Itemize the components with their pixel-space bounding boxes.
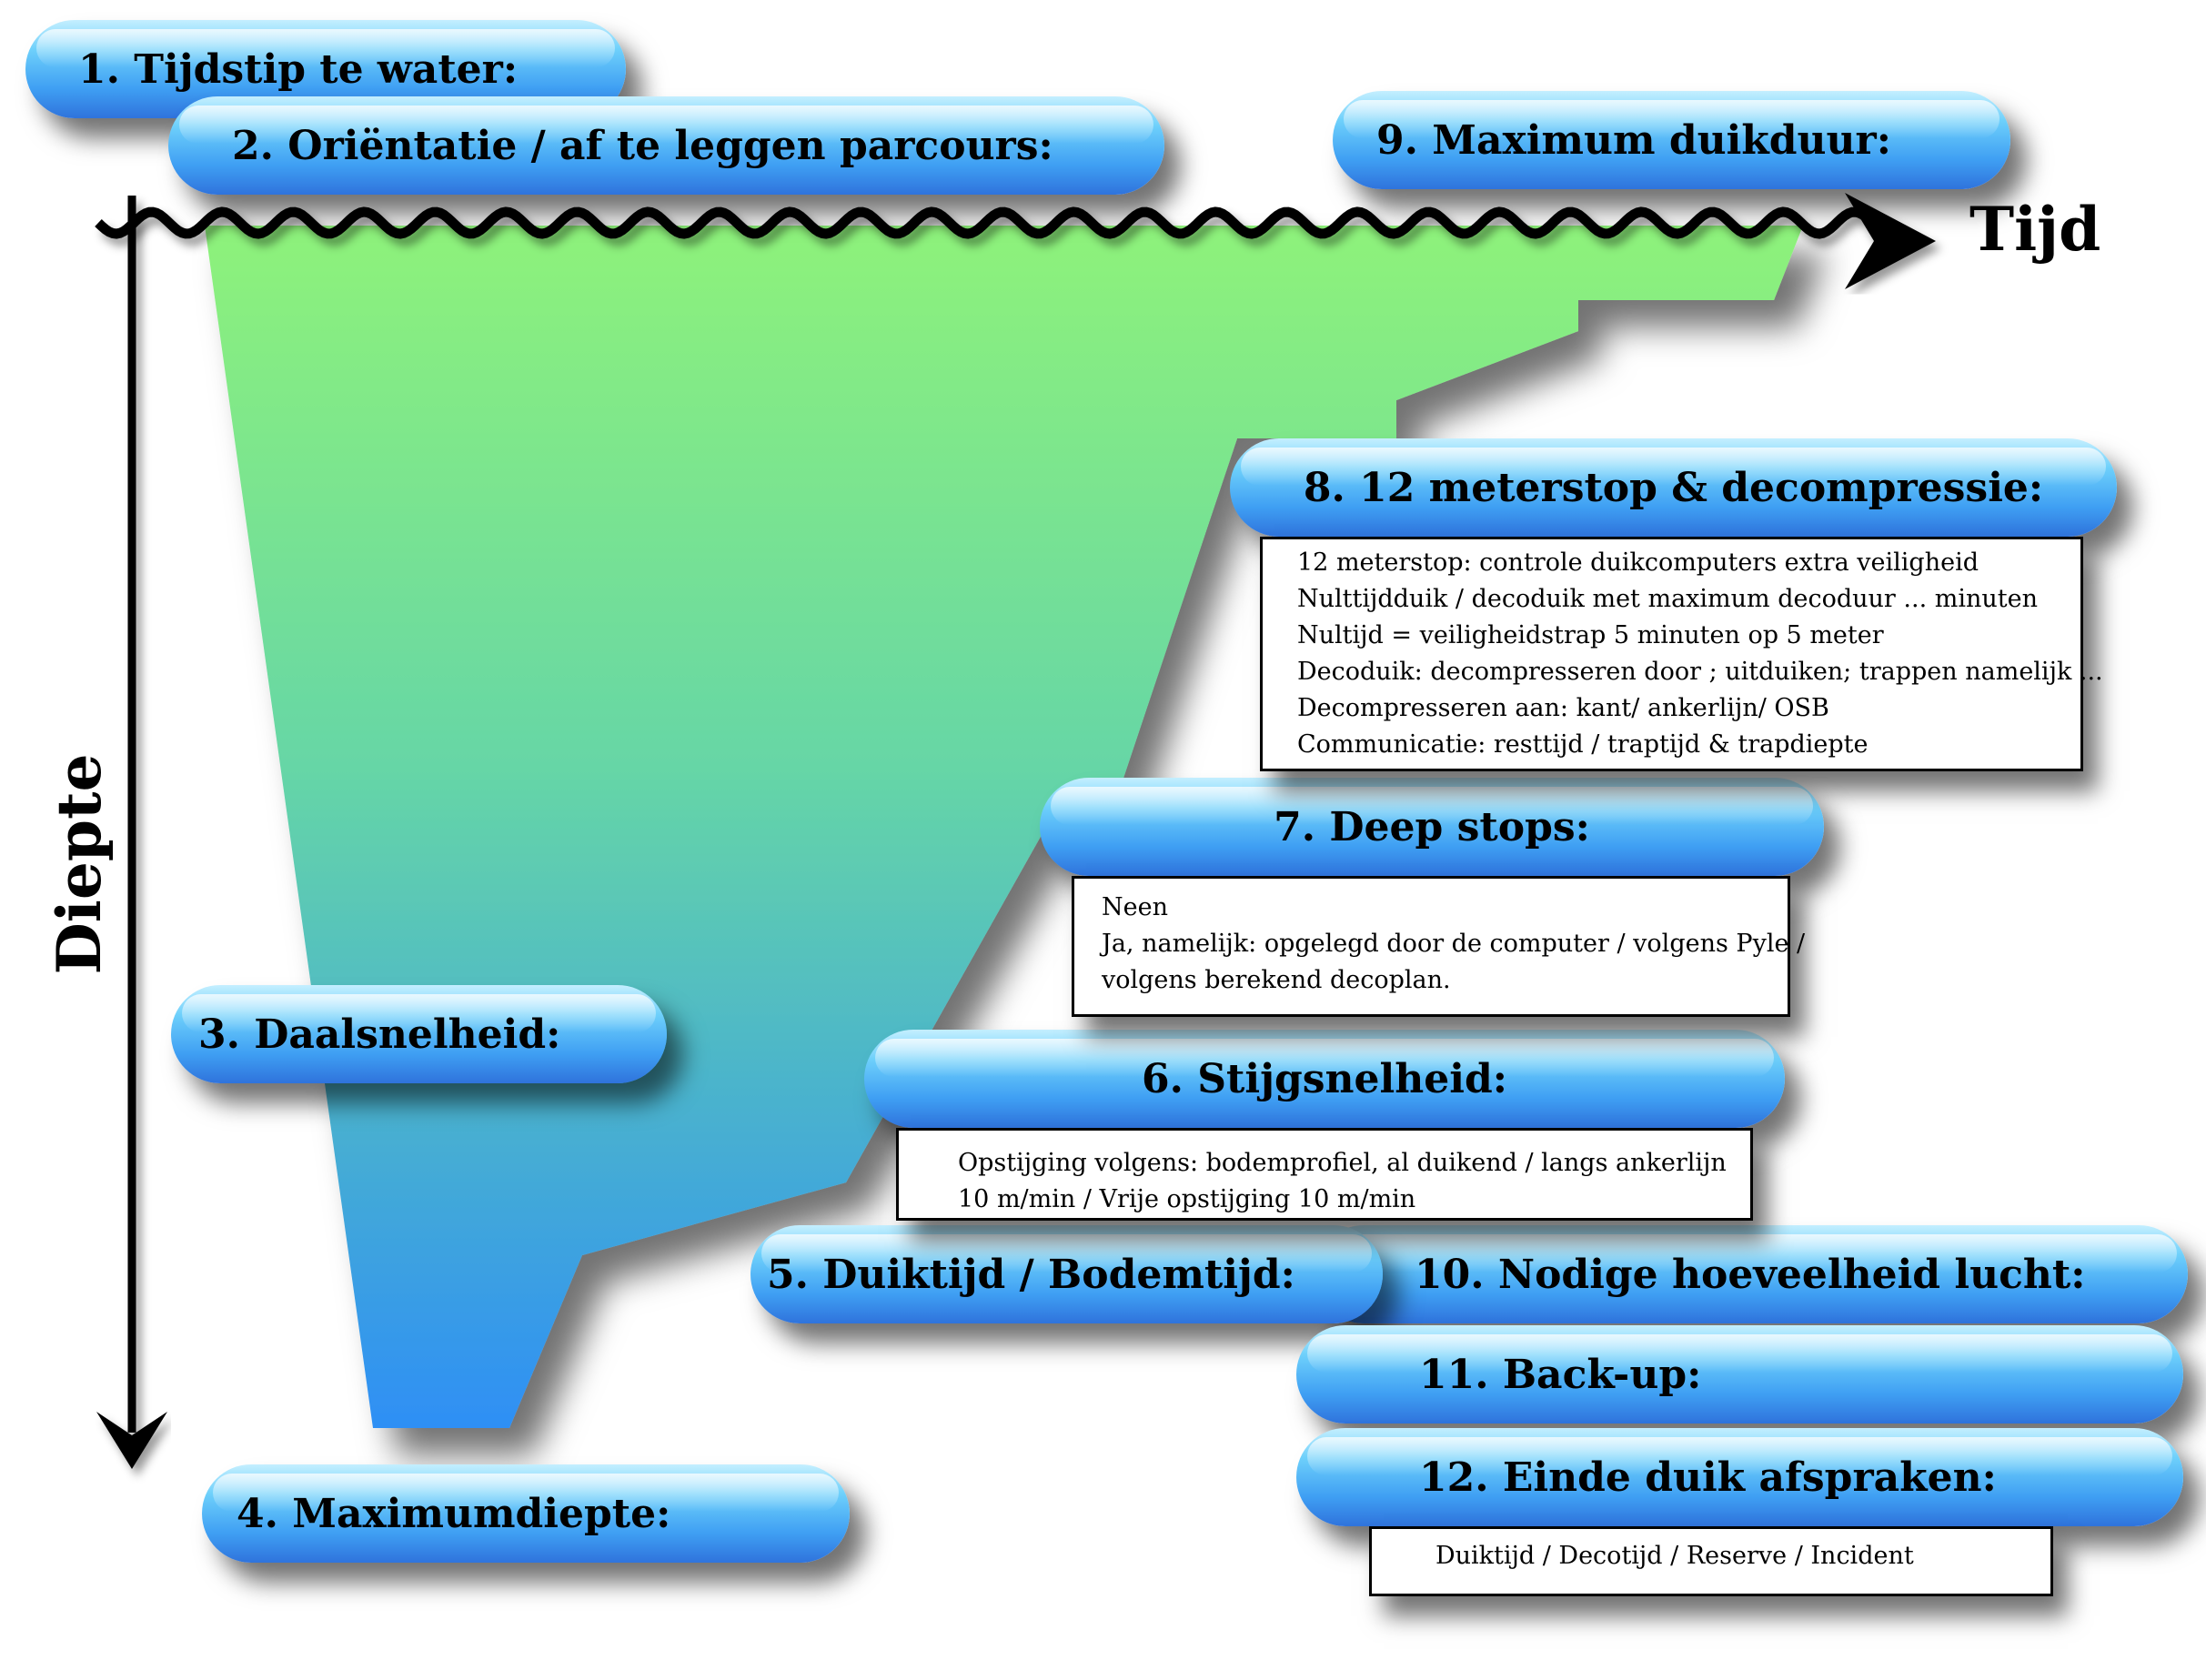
depth-arrow-head [96,1412,167,1469]
deep-stops-line: Ja, namelijk: opgelegd door de computer … [1102,930,1806,958]
time-axis [95,193,1936,289]
pill-ascent-rate-label: 6. Stijgsnelheid: [1142,1055,1507,1102]
time-arrow-head [1845,193,1936,289]
end-dive-line: Duiktijd / Decotijd / Reserve / Incident [1435,1542,1914,1570]
pill-dive-time-label: 5. Duiktijd / Bodemtijd: [767,1251,1295,1298]
pill-max-dive-duration: 9. Maximum duikduur: [1333,91,2010,189]
decompression-line: Nultijd = veiligheidstrap 5 minuten op 5… [1297,621,1884,649]
pill-deep-stops: 7. Deep stops: [1040,778,1824,876]
pill-backup: 11. Back-up: [1296,1325,2183,1423]
ascent-details-box: Opstijging volgens: bodemprofiel, al dui… [896,1128,1753,1221]
pill-max-dive-duration-label: 9. Maximum duikduur: [1376,116,1891,164]
decompression-line: Nulttijdduik / decoduik met maximum deco… [1297,585,2038,613]
pill-end-dive-label: 12. Einde duik afspraken: [1419,1454,1997,1501]
pill-dive-time: 5. Duiktijd / Bodemtijd: [750,1225,1383,1323]
pill-orientation-label: 2. Oriëntatie / af te leggen parcours: [232,122,1053,169]
decompression-details-box: 12 meterstop: controle duikcomputers ext… [1260,537,2103,771]
ascent-line: Opstijging volgens: bodemprofiel, al dui… [958,1149,1727,1177]
pill-orientation: 2. Oriëntatie / af te leggen parcours: [168,96,1164,195]
deep-stops-line: Neen [1102,893,1168,921]
pill-ascent-rate: 6. Stijgsnelheid: [864,1030,1785,1128]
decompression-line: Communicatie: resttijd / traptijd & trap… [1297,730,1869,759]
end-dive-details-box: Duiktijd / Decotijd / Reserve / Incident [1369,1526,2053,1596]
decompression-line: 12 meterstop: controle duikcomputers ext… [1297,548,1979,577]
ascent-line: 10 m/min / Vrije opstijging 10 m/min [958,1185,1416,1213]
pill-max-depth-label: 4. Maximumdiepte: [237,1490,671,1537]
pill-air-quantity-label: 10. Nodige hoeveelheid lucht: [1415,1251,2086,1298]
pill-descent-rate: 3. Daalsnelheid: [171,985,667,1083]
pill-time-in-water-label: 1. Tijdstip te water: [78,45,519,93]
pill-backup-label: 11. Back-up: [1419,1351,1702,1398]
pill-deep-stops-label: 7. Deep stops: [1274,803,1590,850]
deep-stops-details-box: Neen Ja, namelijk: opgelegd door de comp… [1072,876,1806,1017]
pill-descent-rate-label: 3. Daalsnelheid: [198,1011,561,1058]
depth-axis [96,196,167,1469]
decompression-line: Decoduik: decompresseren door ; uitduike… [1297,658,2103,686]
pill-air-quantity: 10. Nodige hoeveelheid lucht: [1315,1225,2188,1323]
decompression-line: Decompresseren aan: kant/ ankerlijn/ OSB [1297,694,1829,722]
dive-profile-area [205,226,1803,1428]
depth-axis-label: Diepte [44,754,115,975]
pill-decompression-label: 8. 12 meterstop & decompressie: [1303,464,2044,511]
time-axis-label: Tijd [1969,194,2100,265]
pill-decompression: 8. 12 meterstop & decompressie: [1230,438,2117,537]
pill-max-depth: 4. Maximumdiepte: [202,1464,850,1563]
pill-end-dive: 12. Einde duik afspraken: [1296,1428,2183,1526]
deep-stops-line: volgens berekend decoplan. [1102,966,1451,994]
